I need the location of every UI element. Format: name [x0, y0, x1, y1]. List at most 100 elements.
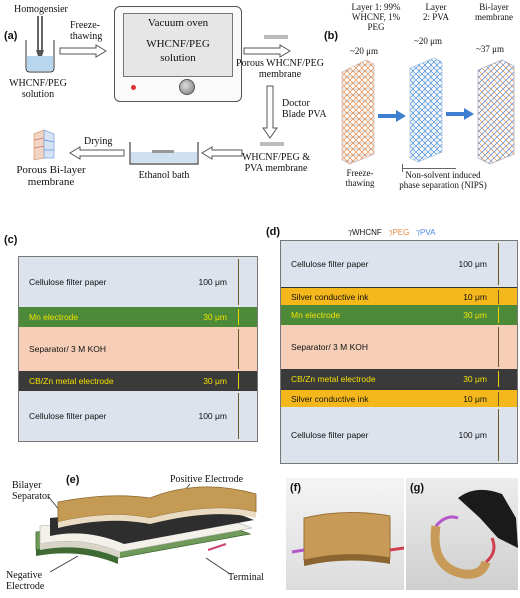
thickness-bracket	[238, 259, 239, 305]
positive-electrode-label: Positive Electrode	[170, 474, 244, 485]
layer1-label: Layer 1: 99% WHCNF, 1% PEG	[351, 2, 401, 32]
stack-layer: Silver conductive ink 10 μm	[281, 287, 517, 307]
layer-name: Mn electrode	[291, 310, 341, 320]
photo-g: (g)	[406, 478, 518, 590]
panel-d-legend: ⁊WHCNF ⁊PEG ⁊PVA	[348, 228, 436, 237]
thickness-bracket	[498, 371, 499, 387]
thickness-bracket	[498, 307, 499, 323]
layer-name: Separator/ 3 M KOH	[291, 342, 369, 352]
stack-layer: Cellulose filter paper 100 μm	[19, 391, 257, 441]
bilayer-separator-label: Bilayer Separator	[12, 480, 51, 502]
thickness-bracket	[498, 409, 499, 461]
bilayer-label: Bi-layer membrane	[475, 2, 513, 22]
layer-thickness: 100 μm	[458, 259, 487, 269]
step1-label: Freeze- thawing	[345, 168, 375, 188]
thickness-2: ~20 μm	[414, 36, 442, 46]
vacuum-oven: Vacuum oven WHCNF/PEG solution	[114, 6, 242, 102]
thickness-bracket	[498, 392, 499, 406]
layer-name: CB/Zn metal electrode	[29, 376, 114, 386]
panel-f-label: (f)	[290, 482, 301, 494]
thickness-1: ~20 μm	[350, 46, 378, 56]
stack-layer: CB/Zn metal electrode 30 μm	[281, 369, 517, 389]
thickness-bracket	[238, 309, 239, 325]
solution-label: WHCNF/PEG solution	[9, 78, 67, 100]
layer-thickness: 30 μm	[463, 374, 487, 384]
layer-name: Cellulose filter paper	[29, 411, 107, 421]
stack-layer: Cellulose filter paper 100 μm	[281, 241, 517, 287]
layer-thickness: 30 μm	[463, 310, 487, 320]
panel-a-label: (a)	[4, 30, 18, 42]
panel-d-label: (d)	[266, 226, 281, 238]
doctor-blade-label: Doctor Blade PVA	[282, 98, 327, 120]
step2-label: Non-solvent induced phase separation (NI…	[399, 170, 487, 190]
layer-name: Silver conductive ink	[291, 394, 369, 404]
thickness-3: ~37 μm	[476, 44, 504, 54]
stack-layer: Mn electrode 30 μm	[281, 305, 517, 325]
freeze-thawing-label: Freeze- thawing	[70, 20, 103, 42]
porous-bilayer-label: Porous Bi-layer membrane	[16, 164, 86, 188]
layer-name: Silver conductive ink	[291, 292, 369, 302]
stack-layer: Mn electrode 30 μm	[19, 307, 257, 327]
arrow-to-bilayer-icon	[69, 146, 125, 160]
stack-layer: Separator/ 3 M KOH	[281, 325, 517, 369]
flexible-cell-photo-f	[291, 511, 405, 566]
bilayer-membrane-icon	[33, 129, 55, 161]
arrow-to-membrane-icon	[243, 44, 291, 58]
oven-content: WHCNF/PEG solution	[146, 38, 210, 64]
panel-g-label: (g)	[410, 482, 425, 494]
legend-pva: PVA	[419, 228, 436, 237]
negative-electrode-label: Negative Electrode	[6, 570, 45, 592]
pva-membrane-strip-icon	[260, 142, 284, 146]
oven-window: Vacuum oven WHCNF/PEG solution	[123, 13, 233, 77]
nips-bracket	[402, 168, 456, 169]
stack-layer: Cellulose filter paper 100 μm	[281, 407, 517, 463]
legend-peg: PEG	[392, 228, 410, 237]
ethanol-bath-label: Ethanol bath	[138, 170, 190, 181]
oven-title: Vacuum oven	[147, 17, 209, 29]
layer-name: Cellulose filter paper	[291, 430, 369, 440]
stack-layer: Separator/ 3 M KOH	[19, 327, 257, 371]
porous-membrane-label: Porous WHCNF/PEG membrane	[236, 58, 324, 80]
layer-name: CB/Zn metal electrode	[291, 374, 376, 384]
layer-name: Cellulose filter paper	[29, 277, 107, 287]
oven-indicator-light-icon	[131, 85, 136, 90]
panel-e-label: (e)	[66, 474, 80, 486]
layer-thickness: 10 μm	[463, 394, 487, 404]
arrow-to-oven-icon	[59, 44, 107, 58]
arrow-to-bath-icon	[201, 146, 243, 160]
thickness-bracket	[498, 243, 499, 285]
bent-cell-photo-g	[430, 489, 518, 579]
thickness-bracket	[498, 327, 499, 367]
thickness-bracket	[238, 373, 239, 389]
layer-thickness: 100 μm	[458, 430, 487, 440]
panel-c-stack: Cellulose filter paper 100 μm Mn electrode…	[18, 256, 258, 442]
oven-knob-icon	[179, 79, 195, 95]
battery-cell-3d-illustration	[35, 483, 257, 575]
arrow-down-icon	[262, 85, 278, 139]
homogenizer-label: Homogensier	[14, 4, 68, 15]
panel-c-label: (c)	[4, 234, 18, 246]
layer-thickness: 30 μm	[203, 376, 227, 386]
layer2-label: Layer 2: PVA	[422, 2, 450, 22]
stack-layer: Silver conductive ink 10 μm	[281, 389, 517, 409]
thickness-bracket	[238, 329, 239, 369]
layer-name: Cellulose filter paper	[291, 259, 369, 269]
membrane-strip-icon	[264, 35, 288, 39]
terminal-label: Terminal	[228, 572, 264, 583]
membrane-lattice-figure	[341, 57, 515, 165]
photo-f: (f)	[286, 478, 405, 590]
layer-thickness: 100 μm	[198, 411, 227, 421]
layer-name: Separator/ 3 M KOH	[29, 344, 107, 354]
homogenizer-beaker-icon	[25, 16, 55, 73]
layer-thickness: 30 μm	[203, 312, 227, 322]
panel-d-stack: Cellulose filter paper 100 μm Silver condu…	[280, 240, 518, 464]
legend-whcnf: WHCNF	[351, 228, 382, 237]
thickness-bracket	[498, 290, 499, 304]
pva-membrane-label: WHCNF/PEG & PVA membrane	[241, 152, 311, 174]
layer-name: Mn electrode	[29, 312, 79, 322]
thickness-bracket	[238, 393, 239, 439]
layer-thickness: 10 μm	[463, 292, 487, 302]
stack-layer: CB/Zn metal electrode 30 μm	[19, 371, 257, 391]
ethanol-bath-icon	[129, 142, 199, 165]
